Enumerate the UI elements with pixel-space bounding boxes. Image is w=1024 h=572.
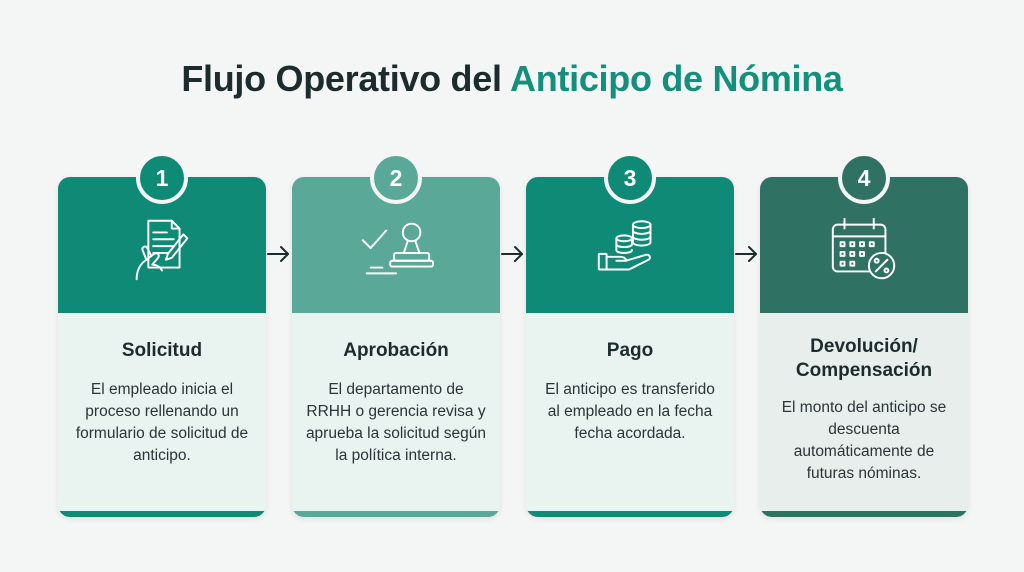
step-4-badge: 4 — [838, 152, 890, 204]
approval-stamp-icon — [361, 222, 435, 275]
step-1-description: El empleado inicia el proceso rellenando… — [75, 381, 249, 464]
step-2-description: El departamento de RRHH o gerencia revis… — [305, 381, 487, 464]
step-4-body: Devolución/ Compensación El monto del an… — [760, 313, 968, 511]
step-1-bottom-bar — [58, 511, 266, 517]
step-3-body: Pago El anticipo es transferido al emple… — [526, 313, 734, 511]
step-4-description: El monto del anticipo se descuenta autom… — [781, 399, 947, 482]
step-3-badge: 3 — [604, 152, 656, 204]
step-2-badge: 2 — [370, 152, 422, 204]
arrow-right-icon — [501, 246, 523, 262]
form-writing-icon — [135, 219, 189, 281]
hand-coins-icon — [597, 220, 652, 271]
arrow-right-icon — [735, 246, 757, 262]
step-1-body: Solicitud El empleado inicia el proceso … — [58, 313, 266, 511]
step-card-2: Aprobación El departamento de RRHH o ger… — [292, 177, 500, 517]
step-card-1: Solicitud El empleado inicia el proceso … — [58, 177, 266, 517]
step-2-title: Aprobación — [343, 340, 449, 361]
step-3-title: Pago — [606, 340, 654, 361]
step-3-description: El anticipo es transferido al empleado e… — [545, 381, 715, 442]
calendar-percent-icon — [831, 217, 896, 280]
step-2-bottom-bar — [292, 511, 500, 517]
title-part-1: Flujo Operativo del — [181, 58, 511, 99]
step-card-4: Devolución/ Compensación El monto del an… — [760, 177, 968, 517]
page-title: Flujo Operativo del Anticipo de Nómina — [0, 58, 1024, 100]
step-4-bottom-bar — [760, 511, 968, 517]
step-2-body: Aprobación El departamento de RRHH o ger… — [292, 313, 500, 511]
title-part-2: Anticipo de Nómina — [510, 58, 843, 99]
step-3-bottom-bar — [526, 511, 734, 517]
step-2-header — [292, 177, 500, 313]
step-4-title: Devolución/ Compensación — [795, 336, 933, 381]
step-1-badge: 1 — [136, 152, 188, 204]
step-card-3: Pago El anticipo es transferido al emple… — [526, 177, 734, 517]
step-1-title: Solicitud — [121, 340, 203, 361]
arrow-right-icon — [267, 246, 289, 262]
